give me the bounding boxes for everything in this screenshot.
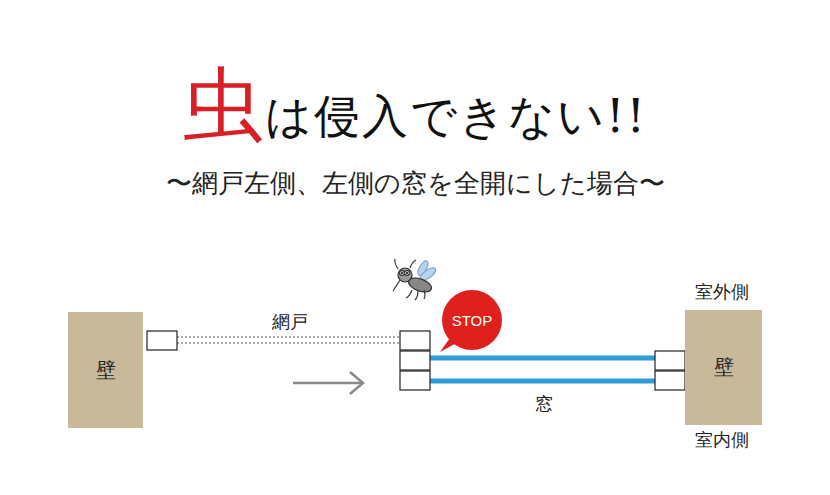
indoor-side-label: 室内側	[695, 428, 749, 452]
wall-block: 壁	[685, 310, 762, 425]
window-pane	[430, 379, 655, 384]
window-pane	[430, 356, 655, 361]
frame-boxes	[147, 331, 685, 390]
node-text: STOP	[452, 312, 493, 329]
node-text: 壁	[714, 354, 734, 381]
screen-line	[177, 337, 400, 338]
node-text: 壁	[96, 357, 116, 384]
wall-block: 壁	[68, 312, 143, 428]
outdoor-side-label: 室外側	[695, 280, 749, 304]
screen-label: 網戸	[272, 310, 308, 334]
mosquito	[393, 259, 438, 300]
title: 虫は侵入できない!!	[0, 52, 830, 160]
subtitle: 〜網戸左側、左側の窓を全開にした場合〜	[0, 166, 830, 201]
stop-bubble	[440, 290, 502, 352]
stop-label: STOP	[442, 290, 502, 350]
move-arrow	[293, 372, 363, 394]
screen-line	[177, 343, 400, 344]
window-label: 窓	[535, 392, 553, 416]
